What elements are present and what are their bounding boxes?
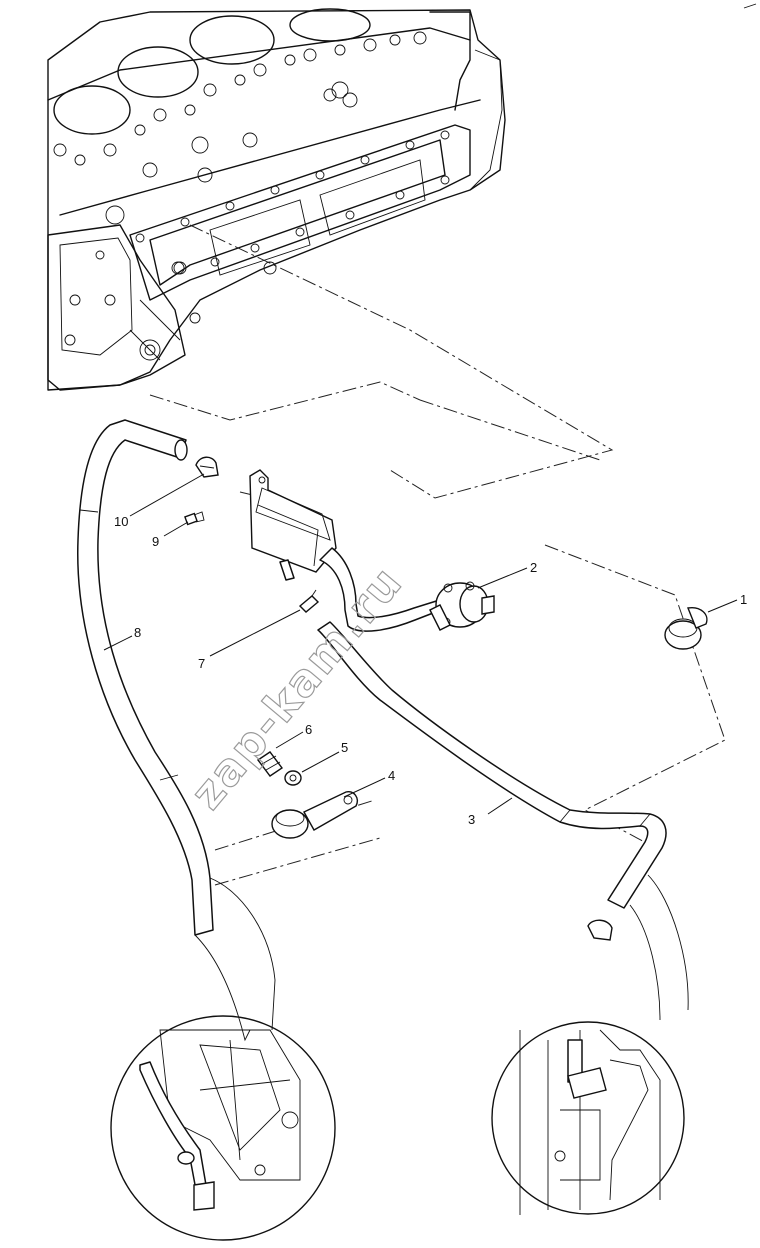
leader-6 bbox=[275, 731, 304, 749]
grommet-1 bbox=[664, 607, 708, 650]
callout-2: 2 bbox=[530, 560, 537, 575]
leader-1 bbox=[707, 599, 738, 613]
callout-9: 9 bbox=[152, 534, 159, 549]
pin-7 bbox=[298, 589, 320, 613]
leader-5 bbox=[301, 751, 340, 773]
tube-8 bbox=[77, 419, 214, 936]
clip-4 bbox=[271, 791, 358, 839]
callout-7: 7 bbox=[198, 656, 205, 671]
callout-5: 5 bbox=[341, 740, 348, 755]
engine-block bbox=[47, 8, 506, 391]
breather-assembly bbox=[249, 469, 495, 632]
bolt-6 bbox=[256, 751, 284, 777]
leader-4 bbox=[343, 777, 386, 798]
leader-3 bbox=[487, 797, 513, 815]
clamp-10 bbox=[195, 456, 219, 478]
callout-10: 10 bbox=[114, 514, 128, 529]
detail-view-left bbox=[110, 877, 336, 1241]
leader-2 bbox=[477, 567, 528, 589]
tube-3 bbox=[317, 621, 667, 909]
callout-8: 8 bbox=[134, 625, 141, 640]
leader-7 bbox=[209, 609, 301, 657]
washer-5 bbox=[284, 770, 302, 786]
callout-4: 4 bbox=[388, 768, 395, 783]
screw-9 bbox=[184, 511, 205, 526]
leader-10 bbox=[129, 473, 205, 517]
callouts: 1 2 3 4 5 6 7 8 9 10 bbox=[103, 473, 747, 827]
callout-6: 6 bbox=[305, 722, 312, 737]
callout-3: 3 bbox=[468, 812, 475, 827]
detail-view-right bbox=[491, 874, 689, 1215]
corner-mark bbox=[743, 3, 757, 9]
callout-1: 1 bbox=[740, 592, 747, 607]
leader-9 bbox=[163, 521, 189, 537]
end-clamp bbox=[587, 919, 613, 941]
valve-2 bbox=[429, 581, 495, 631]
leader-8 bbox=[103, 635, 133, 651]
